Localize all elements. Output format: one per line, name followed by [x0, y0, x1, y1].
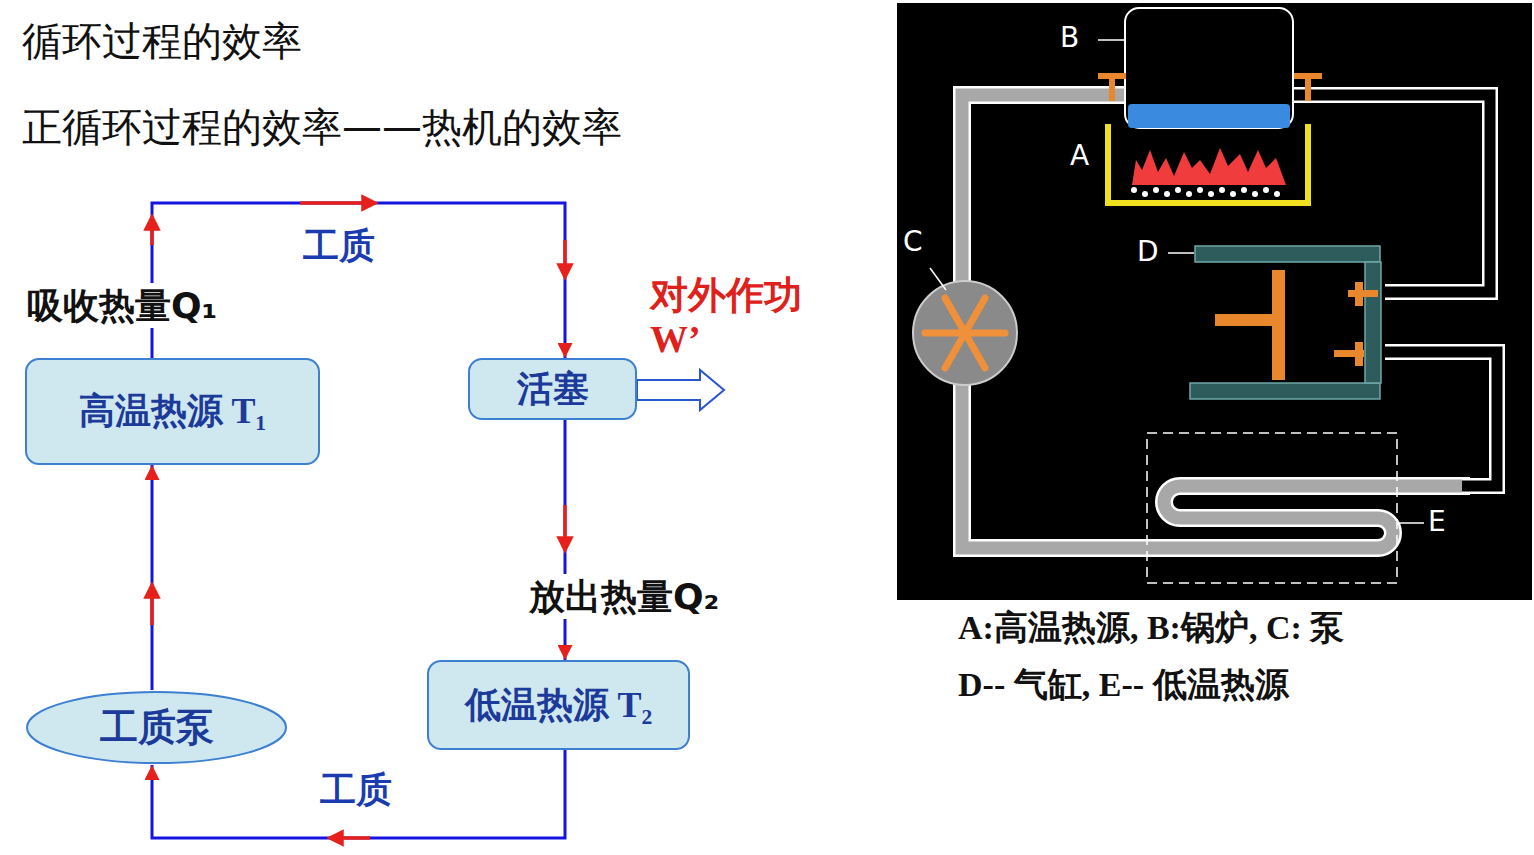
part-letter: C	[903, 226, 923, 258]
work-label: 对外作功 W’	[650, 274, 825, 361]
part-letter: A	[1070, 140, 1089, 172]
node-label: 工质泵	[100, 702, 214, 753]
node-label: 活塞	[517, 365, 589, 414]
work-arrow	[637, 370, 724, 410]
process-box: 活塞	[468, 358, 637, 420]
node-label: 低温热源 T₂	[465, 681, 653, 730]
part-letter: D	[1137, 236, 1159, 268]
flow-line	[151, 465, 154, 690]
node-label: 高温热源 T₁	[79, 387, 267, 436]
flow-line	[152, 203, 565, 358]
flow-line	[564, 420, 567, 660]
pump-ellipse: 工质泵	[25, 690, 288, 765]
slide-title: 循环过程的效率	[22, 14, 302, 69]
medium-label: 工质	[303, 226, 375, 267]
part-letter: E	[1428, 506, 1446, 538]
subtitle: 正循环过程的效率——热机的效率	[22, 104, 622, 150]
process-box: 低温热源 T₂	[427, 660, 690, 750]
legend-caption: D-- 气缸, E-- 低温热源	[958, 665, 1289, 704]
flow-line	[152, 750, 565, 838]
medium-label: 工质	[320, 770, 392, 811]
heat-label: 吸收热量Q₁	[25, 283, 219, 328]
process-box: 高温热源 T₁	[25, 358, 320, 465]
heat-label: 放出热量Q₂	[527, 574, 721, 619]
legend-caption: A:高温热源, B:锅炉, C: 泵	[958, 608, 1344, 647]
steam-engine-illustration	[897, 3, 1532, 600]
part-letter: B	[1060, 22, 1079, 54]
